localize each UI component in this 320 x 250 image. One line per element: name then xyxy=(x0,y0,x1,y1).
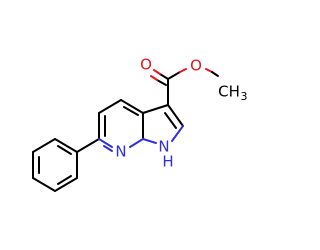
pyridine-bond xyxy=(98,99,122,114)
methoxy-bond xyxy=(211,71,219,77)
pyridine-bond xyxy=(120,99,144,114)
carbonyl-bond xyxy=(150,75,158,81)
pyrrole-bond xyxy=(142,104,169,114)
biaryl-bond xyxy=(76,138,100,153)
ester-bond xyxy=(167,71,181,80)
bonds xyxy=(32,68,219,192)
pyrrole-bond xyxy=(142,138,157,144)
pyrrole-bond xyxy=(171,125,184,142)
phenyl-bond xyxy=(32,138,56,153)
pyridine-inner-bond xyxy=(103,145,113,152)
chemical-structure: O O CH 3 N N H xyxy=(32,55,248,192)
pyridine-bond xyxy=(129,138,144,148)
phenyl-bond xyxy=(54,177,78,192)
ester-bond xyxy=(179,68,187,73)
pyridine-inner-bond xyxy=(123,106,139,116)
methyl-label: CH xyxy=(218,83,240,101)
pyrrole-nitrogen-label: N xyxy=(158,138,169,156)
methyl-subscript: 3 xyxy=(241,90,248,103)
atom-labels: O O CH 3 N N H xyxy=(115,56,247,171)
pyrrole-hydrogen-label: H xyxy=(162,153,173,171)
pyrrole-inner-bond xyxy=(164,112,177,129)
methoxy-bond xyxy=(205,68,213,73)
phenyl-bond xyxy=(54,138,78,153)
pyrrole-bond xyxy=(167,104,184,127)
carbonyl-bond xyxy=(153,69,161,75)
ester-oxygen-label: O xyxy=(190,57,202,75)
phenyl-inner-bond xyxy=(57,145,72,155)
pyridine-nitrogen-label: N xyxy=(115,143,126,161)
carbonyl-bond xyxy=(159,73,169,80)
phenyl-bond xyxy=(32,177,56,192)
pyridine-double-bond xyxy=(98,138,113,148)
carbonyl-bond xyxy=(156,79,167,86)
phenyl-inner-bond xyxy=(57,175,72,185)
carbonyl-oxygen-label: O xyxy=(140,56,152,74)
